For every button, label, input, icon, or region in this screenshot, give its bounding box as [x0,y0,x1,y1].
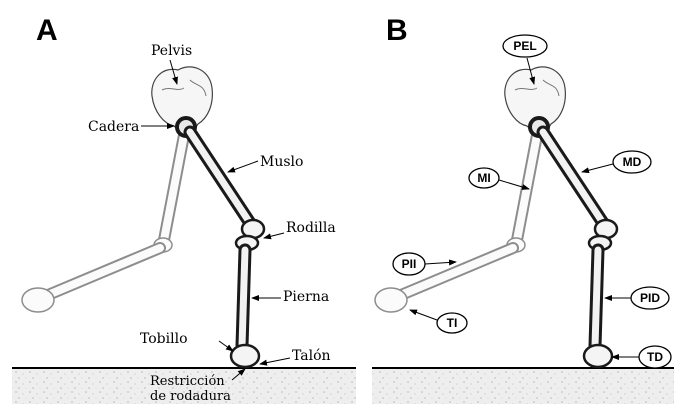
panel-a: A Pelvis Cadera Muslo Rodilla Pierna Tob… [22,14,336,404]
tag-pel: PEL [513,39,536,53]
label-pierna: Pierna [283,289,329,305]
tag-td: TD [647,350,663,364]
skeleton-b [375,67,617,367]
panel-b-label: B [386,14,408,47]
panel-a-label: A [36,14,58,47]
label-talon: Talón [292,348,331,364]
label-muslo: Muslo [260,154,303,170]
tag-pii: PII [402,257,417,271]
tag-mi: MI [477,171,490,185]
label-restriccion-1: Restricción [150,374,225,389]
tag-ti: TI [447,316,458,330]
label-cadera: Cadera [88,119,139,135]
skeleton-a [22,67,264,367]
ground-b [372,368,674,404]
label-pelvis: Pelvis [151,43,192,59]
tag-pid: PID [640,291,660,305]
panel-b: B PEL MI MD PII PID TI TD [375,14,671,368]
tag-md: MD [623,155,642,169]
label-rodilla: Rodilla [286,220,336,236]
label-tobillo: Tobillo [140,331,188,347]
label-restriccion-2: de rodadura [150,389,231,404]
